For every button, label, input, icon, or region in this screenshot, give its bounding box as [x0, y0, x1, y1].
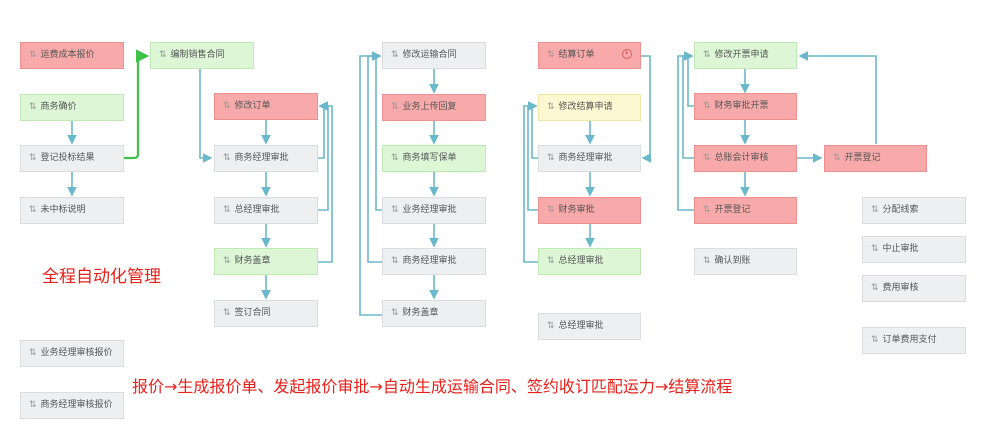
flow-node[interactable]: ⇅商务填写保单: [382, 145, 486, 172]
flow-node-icon: ⇅: [391, 205, 399, 215]
flow-node-icon: ⇅: [871, 244, 879, 254]
flow-node[interactable]: ⇅业务经理审核报价: [20, 340, 124, 367]
flow-node-icon: ⇅: [29, 153, 37, 163]
flow-node[interactable]: ⇅商务经理审批: [538, 145, 641, 172]
flow-node-icon: ⇅: [223, 205, 231, 215]
flow-node-icon: ⇅: [703, 50, 711, 60]
edge: [372, 51, 382, 211]
flow-node-icon: ⇅: [547, 321, 555, 331]
flow-node-icon: ⇅: [29, 205, 37, 215]
flow-node[interactable]: ⇅开票登记: [694, 197, 797, 224]
flow-node[interactable]: ⇅费用审核: [862, 275, 966, 302]
flow-node-icon: ⇅: [703, 101, 711, 111]
flow-node-icon: ⇅: [547, 205, 555, 215]
flow-node[interactable]: ⇅商务经理审批: [214, 145, 318, 172]
flow-node-icon: ⇅: [223, 101, 231, 111]
flow-node[interactable]: ⇅总经理审批: [538, 313, 641, 340]
flow-node-icon: ⇅: [547, 102, 555, 112]
flow-node[interactable]: ⇅运费成本报价: [20, 42, 124, 69]
flow-node[interactable]: ⇅订单费用支付: [862, 327, 966, 354]
flow-node[interactable]: ⇅编制销售合同: [150, 42, 254, 69]
flow-node[interactable]: ⇅修改运输合同: [382, 42, 486, 69]
flow-node[interactable]: ⇅开票登记: [824, 145, 927, 172]
edge: [677, 51, 694, 211]
edge: [523, 101, 538, 263]
flow-node[interactable]: ⇅修改结算申请: [538, 94, 641, 121]
flow-node-icon: ⇅: [223, 308, 231, 318]
flow-node[interactable]: ⇅财务盖章: [214, 248, 318, 275]
edge: [367, 51, 382, 263]
flow-node[interactable]: ⇅中止审批: [862, 236, 966, 263]
flow-node[interactable]: ⇅商务经理审批: [382, 248, 486, 275]
flow-node[interactable]: ⇅修改订单: [214, 93, 318, 120]
flow-node[interactable]: ⇅总经理审批: [214, 197, 318, 224]
flow-node[interactable]: ⇅登记投标结果: [20, 145, 124, 172]
flow-node[interactable]: ⇅总账会计审核: [694, 145, 797, 172]
flow-node[interactable]: ⇅商务确价: [20, 94, 124, 121]
edge: [318, 101, 328, 159]
edge: [798, 51, 877, 144]
flow-node-icon: ⇅: [871, 283, 879, 293]
flow-node-icon: ⇅: [703, 205, 711, 215]
flow-node[interactable]: ⇅财务审批: [538, 197, 641, 224]
flow-node-icon: ⇅: [29, 348, 37, 358]
flow-node[interactable]: ⇅确认到账: [694, 248, 797, 275]
edge: [318, 101, 333, 263]
flow-node-icon: ⇅: [391, 50, 399, 60]
flow-node[interactable]: ⇅分配线索: [862, 197, 966, 224]
flow-node-icon: ⇅: [391, 153, 399, 163]
flow-node-icon: ⇅: [871, 205, 879, 215]
flow-node-icon: ⇅: [29, 50, 37, 60]
flow-node[interactable]: ⇅总经理审批: [538, 248, 641, 275]
flow-node[interactable]: ⇅签订合同: [214, 300, 318, 327]
flow-node-icon: ⇅: [391, 256, 399, 266]
flow-node[interactable]: ⇅结算订单: [538, 42, 641, 69]
edge: [199, 67, 213, 163]
flow-node[interactable]: ⇅商务经理审核报价: [20, 392, 124, 419]
clock-icon: [622, 49, 632, 59]
flow-node-icon: ⇅: [871, 335, 879, 345]
edge: [359, 51, 382, 316]
flow-caption: 报价→生成报价单、发起报价审批→自动生成运输合同、签约收订匹配运力→结算流程: [132, 377, 733, 396]
flow-node-icon: ⇅: [159, 50, 167, 60]
flow-node[interactable]: ⇅业务经理审批: [382, 197, 486, 224]
flow-node-icon: ⇅: [703, 256, 711, 266]
flow-node-icon: ⇅: [547, 50, 555, 60]
edge: [641, 55, 651, 163]
flow-node-icon: ⇅: [29, 102, 37, 112]
flow-node[interactable]: ⇅财务审批开票: [694, 93, 797, 120]
flow-node-icon: ⇅: [223, 256, 231, 266]
flow-node[interactable]: ⇅修改开票申请: [694, 42, 797, 69]
flow-node-icon: ⇅: [703, 153, 711, 163]
flow-node[interactable]: ⇅未中标说明: [20, 197, 124, 224]
flow-node[interactable]: ⇅财务盖章: [382, 300, 486, 327]
flow-node-icon: ⇅: [833, 153, 841, 163]
flow-node-icon: ⇅: [547, 256, 555, 266]
flow-node[interactable]: ⇅业务上传回复: [382, 94, 486, 121]
flow-node-icon: ⇅: [547, 153, 555, 163]
flow-node-icon: ⇅: [391, 308, 399, 318]
flow-node-icon: ⇅: [29, 400, 37, 410]
heading-caption: 全程自动化管理: [42, 267, 161, 287]
flow-node-icon: ⇅: [223, 153, 231, 163]
flow-node-icon: ⇅: [391, 102, 399, 112]
edge-highlight: [124, 49, 150, 160]
